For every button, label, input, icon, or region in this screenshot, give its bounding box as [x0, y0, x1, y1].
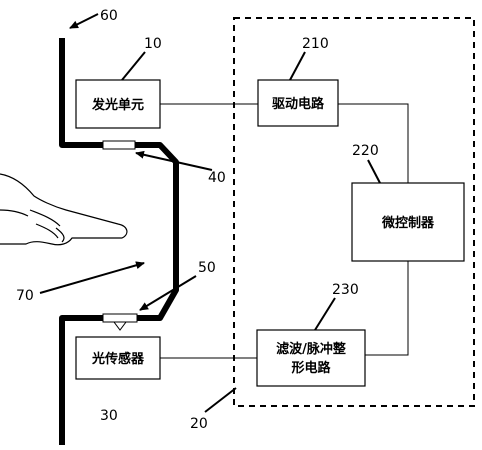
label-10: 10 — [144, 36, 162, 52]
label-230: 230 — [332, 282, 359, 298]
filter-circuit-text-line2: 形电路 — [291, 360, 331, 376]
arrow-40 — [135, 150, 213, 171]
microcontroller-text: 微控制器 — [381, 215, 435, 231]
hand-pointer-icon — [0, 173, 128, 246]
microcontroller-box — [351, 182, 465, 262]
filter-circuit-box — [256, 329, 366, 387]
arrow-50 — [139, 275, 197, 311]
label-70: 70 — [16, 288, 34, 304]
arrow-60 — [69, 13, 99, 29]
leader-210 — [289, 51, 306, 81]
label-50: 50 — [198, 260, 216, 276]
label-20: 20 — [190, 416, 208, 432]
control-module-boundary — [233, 17, 475, 407]
leader-220 — [367, 159, 381, 184]
wire-filter-mcu — [365, 261, 409, 356]
sensor-lens — [113, 321, 127, 331]
label-210: 210 — [302, 36, 329, 52]
label-60: 60 — [100, 8, 118, 24]
emitter-window — [102, 140, 136, 150]
wire-drive-mcu — [338, 103, 409, 183]
label-30: 30 — [100, 408, 118, 424]
arrow-70 — [39, 261, 145, 294]
leader-10 — [121, 51, 146, 81]
drive-circuit-text: 驱动电路 — [272, 96, 325, 112]
label-220: 220 — [352, 143, 379, 159]
light-sensor-text: 光传感器 — [91, 351, 145, 367]
leader-230 — [314, 297, 336, 331]
leader-20 — [204, 387, 237, 413]
drive-circuit-box — [257, 79, 339, 127]
light-emitter-box — [75, 79, 161, 129]
light-sensor-box — [75, 336, 161, 380]
housing-wall — [59, 38, 179, 445]
light-emitter-text: 发光单元 — [91, 97, 144, 113]
sensor-window — [102, 313, 138, 323]
label-40: 40 — [208, 170, 226, 186]
filter-circuit-text-line1: 滤波/脉冲整 — [276, 341, 347, 357]
